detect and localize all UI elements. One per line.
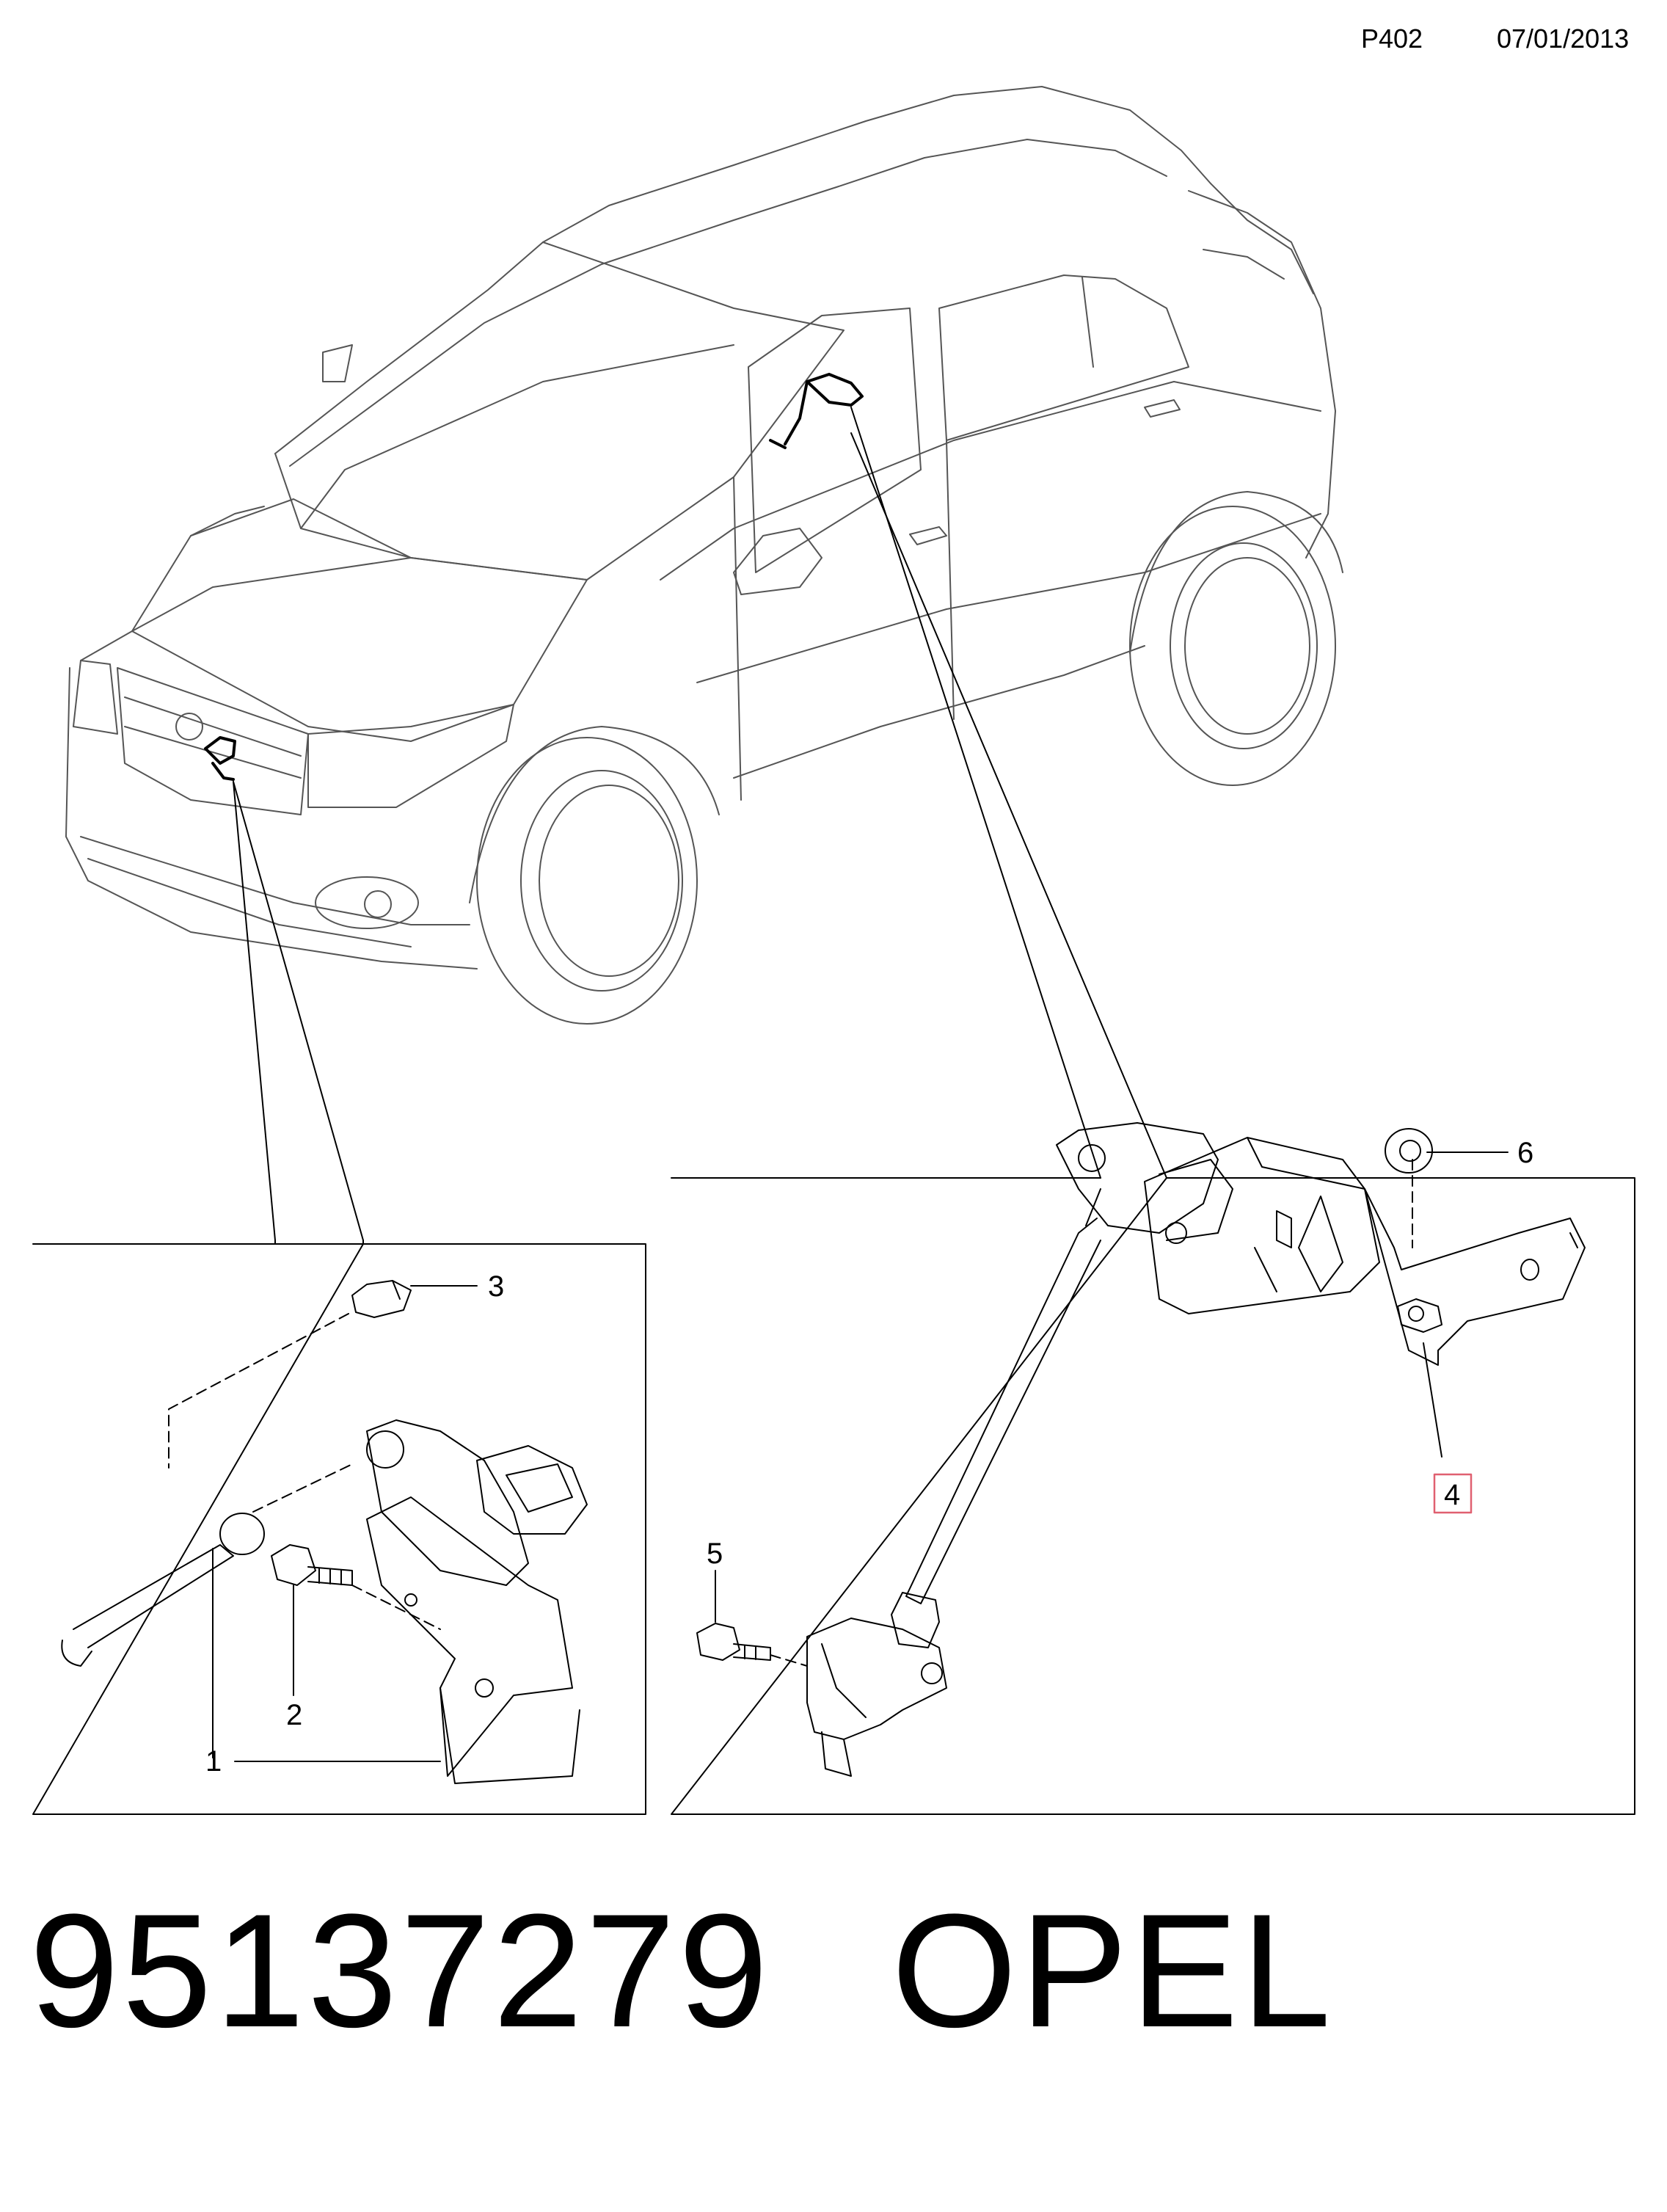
- callout-1: 1: [205, 1745, 222, 1778]
- brand-name: OPEL: [891, 1880, 1334, 2061]
- callout-leaders-rear: [715, 1152, 1509, 1623]
- callout-leaders-front: [212, 1285, 478, 1762]
- callout-4-highlight-box: [1433, 1473, 1473, 1514]
- rear-sensor-assembly: [696, 1122, 1586, 1777]
- page-code: P402: [1361, 23, 1423, 54]
- leader-lines: [233, 407, 1167, 1241]
- callout-5: 5: [707, 1538, 723, 1570]
- callout-6: 6: [1517, 1137, 1533, 1169]
- callout-2: 2: [286, 1699, 302, 1731]
- inset-box-rear: [671, 1177, 1635, 1815]
- front-sensor-assembly: [61, 1280, 588, 1784]
- vehicle-illustration: [65, 86, 1343, 1025]
- page-date: 07/01/2013: [1497, 23, 1630, 54]
- sensor-mark-rear: [769, 373, 864, 449]
- assembly-dash-lines-front: [168, 1313, 441, 1630]
- assembly-dash-lines-rear: [770, 1159, 1413, 1667]
- part-number: 95137279: [29, 1880, 771, 2061]
- inset-box-front: [32, 1240, 646, 1815]
- callout-4: 4: [1444, 1479, 1460, 1511]
- sensor-mark-front: [204, 736, 236, 781]
- callout-3: 3: [488, 1270, 504, 1303]
